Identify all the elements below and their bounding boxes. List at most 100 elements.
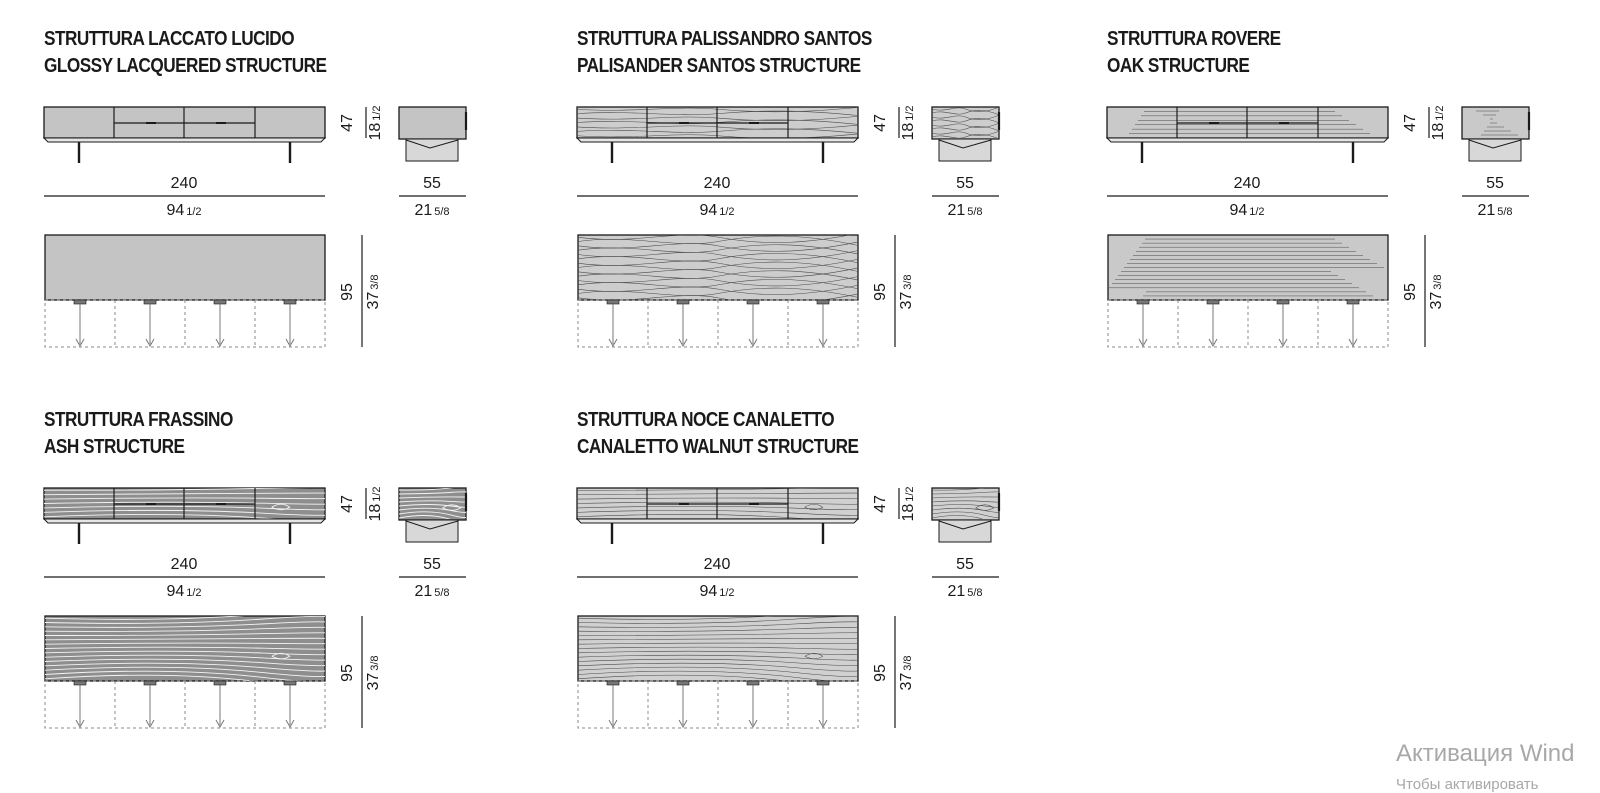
dim-height-cm: 47	[339, 495, 356, 513]
grain-line	[45, 616, 325, 624]
opening-arrow-head	[678, 719, 688, 729]
plan-grain	[45, 616, 325, 681]
wood-grain	[1109, 238, 1384, 297]
dim-depth-cm: 55	[1486, 175, 1504, 192]
finish-title-en: ASH STRUCTURE	[44, 436, 185, 458]
opening-arrow-head	[608, 719, 618, 729]
opening-arrow-head	[748, 338, 758, 348]
grain-line	[578, 250, 858, 261]
wood-grain	[45, 616, 325, 681]
finish-title-en: PALISANDER SANTOS STRUCTURE	[577, 55, 861, 77]
grain-line	[578, 261, 858, 272]
grain-line	[399, 496, 466, 499]
finish-block-palisander: STRUTTURA PALISSANDRO SANTOS PALISANDER …	[575, 26, 1077, 386]
grain-line	[932, 114, 999, 120]
grain-line	[578, 670, 858, 681]
grain-line	[44, 492, 325, 496]
grain-line	[578, 244, 858, 255]
side-view	[931, 487, 1001, 543]
plinth	[42, 137, 327, 143]
plan-view	[577, 234, 859, 348]
grain-line	[45, 632, 325, 636]
grain-knot	[271, 503, 291, 511]
opening-arrow-head	[1138, 338, 1148, 348]
grain-line	[578, 642, 858, 645]
grain-line	[578, 632, 858, 636]
grain-line	[578, 650, 858, 655]
plinth	[575, 518, 860, 524]
dim-height-cm: 47	[339, 114, 356, 132]
plan-foot	[816, 680, 830, 686]
finish-title: STRUTTURA PALISSANDRO SANTOS PALISANDER …	[577, 26, 872, 80]
grain-line	[45, 616, 325, 620]
grain-line	[45, 637, 325, 641]
opening-arrow-head	[215, 719, 225, 729]
wood-grain	[578, 235, 858, 300]
grain-line	[578, 253, 858, 264]
plan-foot	[606, 299, 620, 305]
grain-line	[577, 505, 858, 511]
plan-foot	[1346, 299, 1360, 305]
grain-line	[578, 235, 851, 243]
grain-line	[578, 276, 858, 287]
grain-line	[578, 654, 858, 661]
plan-grain	[1109, 238, 1384, 297]
opening-arrow-head	[75, 338, 85, 348]
grain-line	[577, 510, 858, 516]
grain-line	[932, 122, 999, 128]
front-view	[575, 106, 860, 163]
dim-open-in: 373/8	[365, 274, 382, 309]
finish-block-walnut: STRUTTURA NOCE CANALETTO CANALETTO WALNU…	[575, 407, 1077, 767]
grain-line	[45, 662, 325, 672]
grain-line	[578, 621, 858, 628]
dim-height-cm: 47	[872, 495, 889, 513]
finish-title: STRUTTURA NOCE CANALETTO CANALETTO WALNU…	[577, 407, 859, 461]
plan-foot	[606, 680, 620, 686]
grain-line	[578, 637, 858, 641]
grain-knot	[804, 503, 824, 510]
grain-line	[45, 626, 325, 632]
grain-line	[45, 670, 325, 681]
finish-title-en: GLOSSY LACQUERED STRUCTURE	[44, 55, 327, 77]
grain-line	[932, 515, 999, 519]
plan-grain	[578, 235, 858, 300]
opening-arrow-head	[145, 719, 155, 729]
os-activation-watermark-sub: Чтобы активировать	[1396, 776, 1539, 793]
grain-line	[932, 126, 999, 132]
side-base-chevron	[405, 520, 459, 530]
grain-line	[578, 658, 858, 666]
grain-knot	[975, 504, 995, 511]
opening-arrow-head	[1348, 338, 1358, 348]
plan-foot	[816, 299, 830, 305]
grain-line	[45, 650, 325, 656]
plan-foot	[746, 680, 760, 686]
grain-line	[578, 646, 858, 650]
grain-line	[578, 616, 858, 624]
grain-line	[44, 505, 325, 511]
dim-depth-cm: 55	[423, 556, 441, 573]
wood-grain	[577, 488, 858, 519]
opening-arrow-head	[145, 338, 155, 348]
plan-foot	[1206, 299, 1220, 305]
dim-open-cm: 95	[339, 664, 356, 682]
grain-line	[932, 511, 999, 518]
plan-foot	[1136, 299, 1150, 305]
dim-height-cm: 47	[872, 114, 889, 132]
plinth	[575, 137, 860, 143]
side-view	[1461, 106, 1531, 162]
finish-title-en: OAK STRUCTURE	[1107, 55, 1250, 77]
grain-knot	[442, 504, 462, 511]
side-grain	[932, 107, 999, 138]
finish-title-it: STRUTTURA NOCE CANALETTO	[577, 409, 835, 431]
dim-width-cm: 240	[704, 175, 731, 192]
dim-open-cm: 95	[872, 283, 889, 301]
plan-foot	[73, 680, 87, 686]
grain-line	[399, 504, 466, 508]
grain-line	[399, 511, 466, 518]
